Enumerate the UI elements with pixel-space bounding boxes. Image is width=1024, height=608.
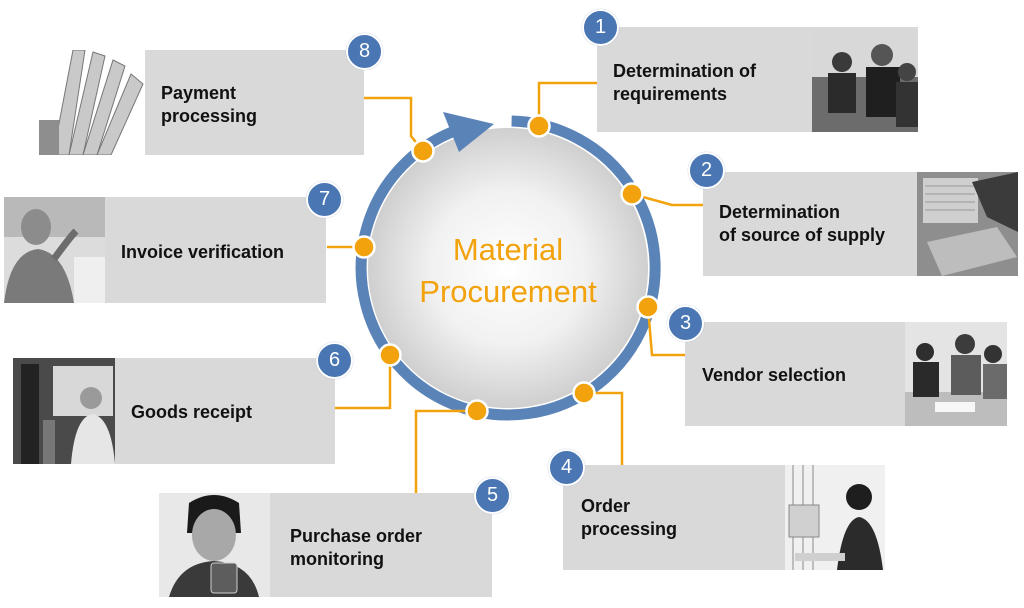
ring-dot-6 xyxy=(378,343,402,367)
step-box-6 xyxy=(115,358,335,464)
step-label-4: Order processing xyxy=(581,496,678,539)
step-number-7: 7 xyxy=(306,181,343,218)
business-meeting-photo-icon xyxy=(812,27,918,132)
step-label-5: Purchase order monitoring xyxy=(290,526,423,569)
center-title-line1: Material xyxy=(452,232,564,267)
keyboard-terminal-photo-icon xyxy=(917,172,1018,276)
step-number-8: 8 xyxy=(346,33,383,70)
connector-8 xyxy=(364,96,424,152)
ring-dot-7 xyxy=(352,235,376,259)
ring-dot-8 xyxy=(411,139,435,163)
step-box-2 xyxy=(703,172,917,276)
step-box-1 xyxy=(597,27,812,132)
banknotes-photo-icon xyxy=(39,50,145,155)
ring-dot-4 xyxy=(572,381,596,405)
connector-3 xyxy=(646,306,685,357)
ring-dots xyxy=(352,114,660,423)
step-number-1: 1 xyxy=(582,9,619,46)
step-number-3: 3 xyxy=(667,305,704,342)
step-number-4: 4 xyxy=(548,449,585,486)
man-with-handheld-photo-icon xyxy=(159,493,270,597)
connector-2 xyxy=(631,192,703,207)
step-box-4 xyxy=(563,465,785,570)
step-box-7 xyxy=(105,197,326,303)
step-number-2: 2 xyxy=(688,152,725,189)
truck-driver-photo-icon xyxy=(13,358,115,464)
step-label-8: Payment processing xyxy=(161,83,258,126)
center-disc xyxy=(368,128,648,408)
center-title: Material Procurement xyxy=(395,229,621,313)
step-number-6: 6 xyxy=(316,342,353,379)
step-box-5 xyxy=(270,493,492,597)
thinking-man-photo-icon xyxy=(4,197,105,303)
step-label-1: Determination of requirements xyxy=(613,61,757,104)
connector-5 xyxy=(414,409,477,493)
ring-dot-2 xyxy=(620,182,644,206)
ring-dot-3 xyxy=(636,295,660,319)
step-box-8 xyxy=(145,50,364,155)
ring-dot-5 xyxy=(465,399,489,423)
connector-4 xyxy=(584,391,624,465)
office-team-photo-icon xyxy=(905,322,1007,426)
call-center-agent-photo-icon xyxy=(785,465,885,570)
connector-1 xyxy=(537,81,597,126)
step-number-5: 5 xyxy=(474,477,511,514)
step-label-2: Determination of source of supply xyxy=(719,202,886,245)
center-title-line2: Procurement xyxy=(419,274,597,309)
cycle-arrowhead xyxy=(443,112,494,152)
connector-6 xyxy=(335,355,392,410)
step-box-3 xyxy=(685,322,905,426)
step-label-6: Goods receipt xyxy=(131,402,253,422)
step-label-3: Vendor selection xyxy=(702,365,847,385)
ring-dot-1 xyxy=(527,114,551,138)
step-label-7: Invoice verification xyxy=(121,242,285,262)
